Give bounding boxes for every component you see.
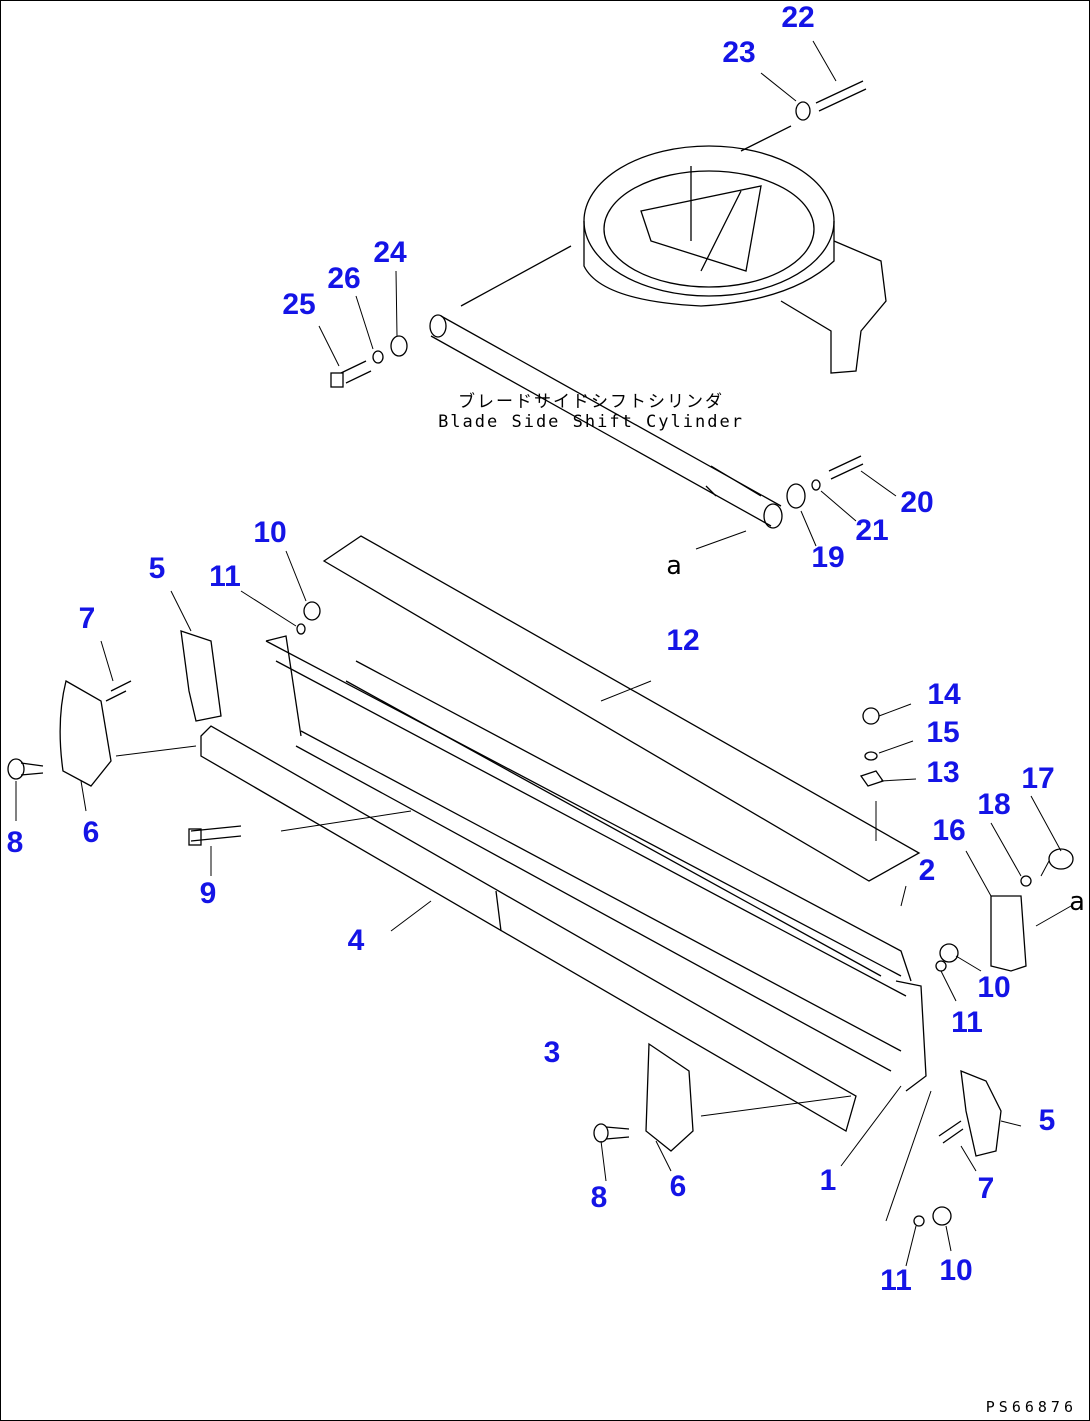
callout-2: 2 <box>918 854 936 887</box>
caption-japanese: ブレードサイドシフトシリンダ <box>458 392 724 412</box>
hardware-parts <box>7 80 1074 1227</box>
callout-1: 1 <box>819 1164 837 1197</box>
circle-frame <box>583 145 887 374</box>
callout-11: 11 <box>209 560 241 593</box>
callout-23: 23 <box>722 36 756 69</box>
callout-19: 19 <box>811 541 845 574</box>
view-marker-a: a <box>1069 887 1085 917</box>
callout-14: 14 <box>927 678 961 711</box>
callout-6: 6 <box>669 1170 687 1203</box>
callout-20: 20 <box>900 486 934 519</box>
callout-10: 10 <box>253 516 287 549</box>
view-marker-a: a <box>666 551 682 581</box>
callout-4: 4 <box>347 924 365 957</box>
callout-12: 12 <box>666 624 700 657</box>
callout-10: 10 <box>977 971 1011 1004</box>
callout-13: 13 <box>926 756 960 789</box>
callout-18: 18 <box>977 788 1011 821</box>
callout-15: 15 <box>926 716 960 749</box>
callout-24: 24 <box>373 236 407 269</box>
callout-22: 22 <box>781 1 815 34</box>
callout-8: 8 <box>590 1181 608 1214</box>
callout-25: 25 <box>282 288 316 321</box>
callout-6: 6 <box>82 816 100 849</box>
wear-plate <box>322 535 921 882</box>
callout-3: 3 <box>543 1036 561 1069</box>
callout-10: 10 <box>939 1254 973 1287</box>
callout-11: 11 <box>880 1264 912 1297</box>
caption-english: Blade Side Shift Cylinder <box>438 412 744 432</box>
end-bits <box>59 630 1027 1157</box>
callout-16: 16 <box>932 814 966 847</box>
leader-lines <box>15 40 1072 1267</box>
callout-8: 8 <box>6 826 24 859</box>
side-shift-cylinder <box>429 125 792 529</box>
callout-7: 7 <box>78 602 96 635</box>
callout-26: 26 <box>327 262 361 295</box>
callout-5: 5 <box>1038 1104 1056 1137</box>
callout-17: 17 <box>1021 762 1055 795</box>
drawing-code: PS66876 <box>985 1398 1077 1416</box>
callout-9: 9 <box>199 877 217 910</box>
callout-21: 21 <box>855 514 889 547</box>
callout-7: 7 <box>977 1172 995 1205</box>
callout-11: 11 <box>951 1006 983 1039</box>
callout-5: 5 <box>148 552 166 585</box>
blade-assembly <box>200 635 927 1132</box>
